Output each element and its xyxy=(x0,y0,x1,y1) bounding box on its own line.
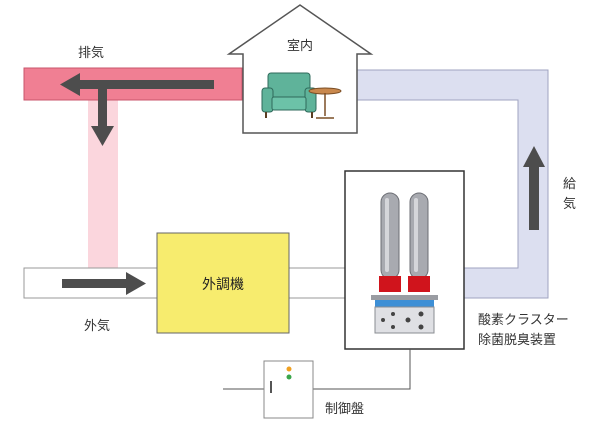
device-label-line1: 酸素クラスター xyxy=(478,313,569,328)
outside-air-arrow-icon xyxy=(62,272,146,295)
air-conditioner-label: 外調機 xyxy=(202,277,244,293)
exhaust-arrow-icon xyxy=(60,73,214,96)
armchair-icon xyxy=(261,72,317,118)
control-panel-handle xyxy=(270,381,272,393)
branch-arrow-icon xyxy=(91,89,114,146)
supply-duct-middle xyxy=(288,267,346,299)
supply-label-1: 給 xyxy=(563,177,576,192)
device-label-line2: 除菌脱臭装置 xyxy=(478,333,556,348)
control-wire xyxy=(313,349,411,390)
room-house xyxy=(226,4,374,134)
status-lamp-green-icon xyxy=(286,374,292,380)
exhaust-label: 排気 xyxy=(78,45,104,61)
side-table-icon xyxy=(308,87,342,119)
outside-air-label: 外気 xyxy=(84,318,110,334)
supply-label-2: 気 xyxy=(563,196,576,212)
status-lamp-orange-icon xyxy=(286,366,292,372)
control-panel-label: 制御盤 xyxy=(325,402,364,417)
air-conditioner-box xyxy=(156,232,290,334)
oxygen-cluster-tubes-icon xyxy=(371,192,438,334)
supply-arrow-icon xyxy=(523,146,545,230)
room-label: 室内 xyxy=(287,38,313,54)
